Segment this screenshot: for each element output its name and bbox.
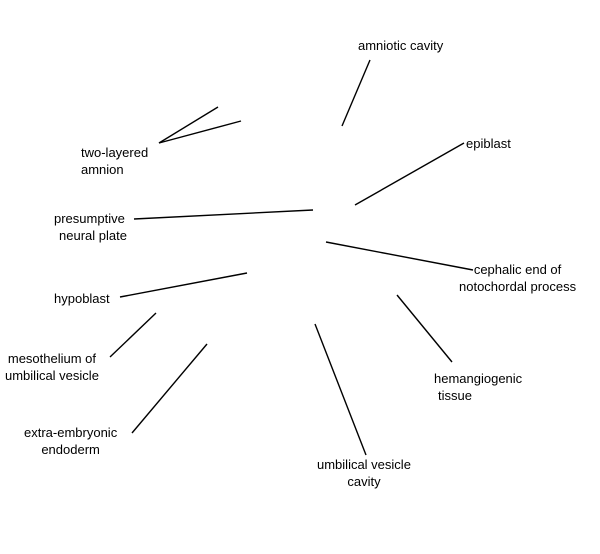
- label-presumptive-neural-plate: presumptive neural plate: [54, 211, 127, 243]
- leader-line-notochordal-process: [325, 241, 474, 271]
- leader-line-amnion-upper: [158, 106, 219, 144]
- label-extra-embryonic-endoderm: extra-embryonic endoderm: [24, 425, 118, 457]
- label-two-layered-amnion: two-layered amnion: [81, 145, 149, 177]
- leader-line-mesothelium: [109, 312, 157, 358]
- leader-line-amnion-lower: [158, 120, 242, 144]
- leader-line-neural-plate: [133, 209, 314, 220]
- leader-line-epiblast: [354, 142, 465, 206]
- leader-line-umbilical-cavity: [314, 323, 367, 456]
- label-epiblast: epiblast: [466, 136, 511, 151]
- leader-line-endoderm: [131, 343, 208, 434]
- leader-line-amniotic-cavity: [341, 59, 371, 127]
- label-hypoblast: hypoblast: [54, 291, 110, 306]
- label-umbilical-vesicle-cavity: umbilical vesicle cavity: [317, 457, 411, 489]
- leader-line-hemangiogenic: [396, 294, 453, 363]
- label-amniotic-cavity: amniotic cavity: [358, 38, 444, 53]
- label-cephalic-end-notochordal-process: cephalic end of notochordal process: [459, 262, 577, 294]
- label-mesothelium-umbilical-vesicle: mesothelium of umbilical vesicle: [5, 351, 99, 383]
- leader-line-hypoblast: [119, 272, 248, 298]
- label-hemangiogenic-tissue: hemangiogenic tissue: [434, 371, 523, 403]
